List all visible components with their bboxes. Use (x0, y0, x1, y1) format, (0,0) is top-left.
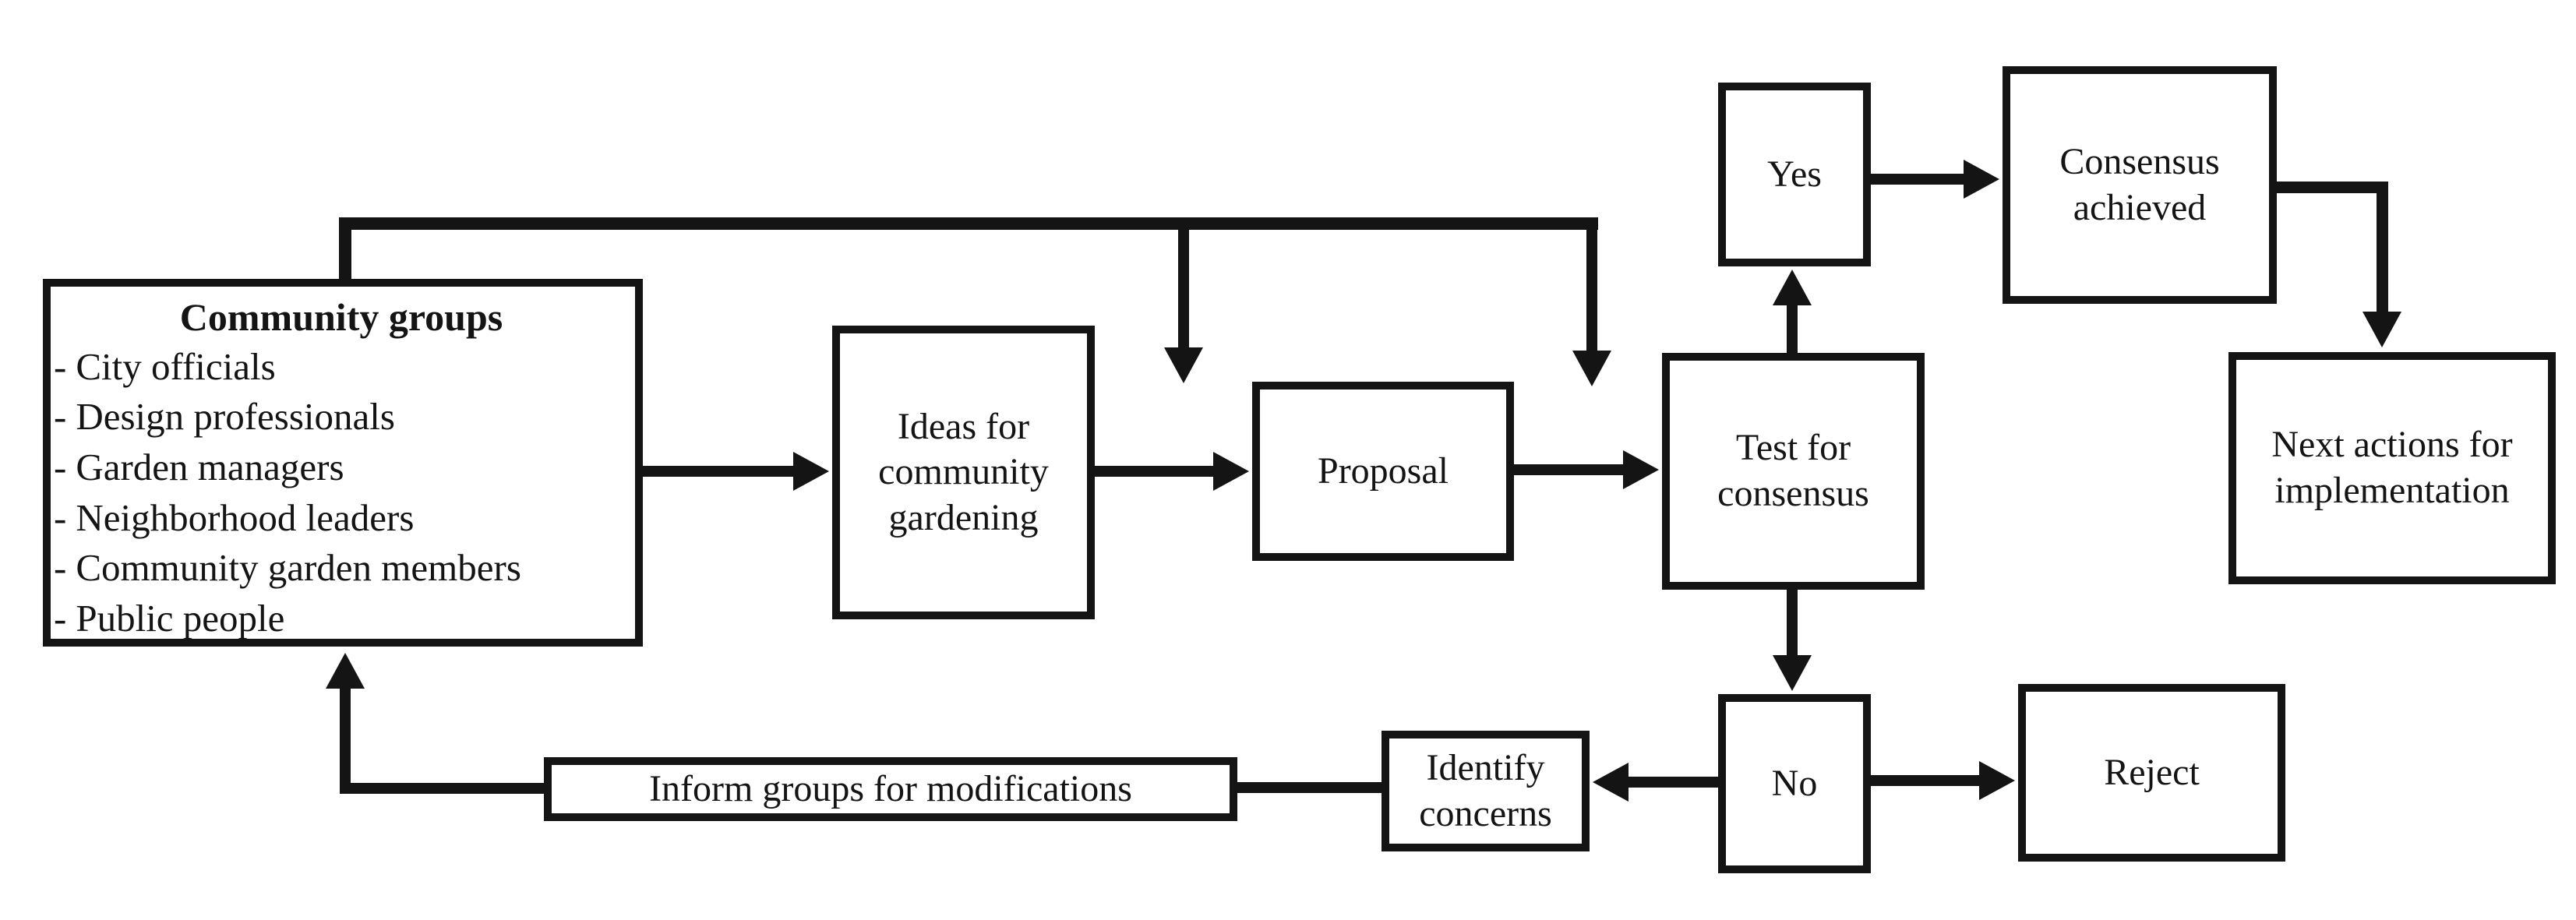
list-item: -City officials (54, 342, 629, 393)
test-to-yes-line (1787, 294, 1798, 358)
list-item-dash: - (54, 495, 67, 539)
list-item: -Design professionals (54, 392, 629, 442)
list-item-label: City officials (76, 344, 276, 388)
reject-label: Reject (2104, 751, 2200, 793)
no-to-identify-concerns-line (1617, 777, 1724, 788)
consensus-to-next-actions-line (2376, 181, 2388, 324)
inform-to-community-line (340, 783, 549, 794)
list-item-label: Public people (76, 596, 285, 640)
proposal-to-test-line (1509, 464, 1635, 475)
community-top-feedback-line (339, 217, 351, 285)
consensus-to-next-actions-line (2267, 181, 2388, 193)
list-item-dash: - (54, 395, 67, 439)
yes-label: Yes (1767, 153, 1822, 195)
reject-box: Reject (2018, 684, 2285, 862)
feedback-drop-left-line (1178, 218, 1189, 359)
next-actions-for-implementation-box: Next actions for implementation (2228, 352, 2556, 584)
ideas-for-community-gardening-box: Ideas for community gardening (832, 326, 1095, 619)
yes-to-consensus-arrowhead (1964, 160, 1999, 199)
list-item-label: Garden managers (76, 445, 344, 488)
test-to-yes-arrowhead (1773, 270, 1812, 305)
identify-to-inform-line (1232, 782, 1387, 793)
no-to-reject-line (1865, 775, 1991, 786)
list-item-dash: - (54, 546, 67, 590)
no-box: No (1718, 694, 1871, 873)
consensus-achieved-label: Consensus achieved (2059, 140, 2220, 228)
ideas-to-proposal-line (1089, 466, 1225, 477)
identify-concerns-label: Identify concerns (1419, 746, 1552, 834)
community-to-ideas-line (637, 466, 805, 477)
inform-groups-for-modifications-box: Inform groups for modifications (544, 757, 1237, 821)
no-to-identify-concerns-arrowhead (1593, 763, 1629, 802)
yes-box: Yes (1718, 83, 1871, 266)
no-to-reject-arrowhead (1979, 761, 2015, 800)
list-item-label: Design professionals (76, 395, 395, 439)
consensus-to-next-actions-arrowhead (2363, 312, 2401, 347)
proposal-box: Proposal (1252, 382, 1514, 561)
identify-concerns-box: Identify concerns (1382, 731, 1590, 851)
list-item: -Neighborhood leaders (54, 493, 629, 544)
community-to-ideas-arrowhead (793, 452, 829, 491)
list-item-dash: - (54, 596, 67, 640)
community-groups-box: Community groups-City officials-Design p… (43, 279, 643, 647)
list-item-dash: - (54, 344, 67, 388)
test-for-consensus-label: Test for consensus (1717, 427, 1869, 514)
list-item-dash: - (54, 445, 67, 488)
inform-to-community-arrowhead (326, 653, 365, 689)
proposal-to-test-arrowhead (1623, 450, 1659, 489)
feedback-drop-right-line (1586, 218, 1597, 362)
list-item: -Garden managers (54, 442, 629, 493)
ideas-to-proposal-arrowhead (1213, 452, 1249, 491)
inform-groups-for-modifications-label: Inform groups for modifications (649, 767, 1132, 809)
list-item: -Public people (54, 594, 629, 644)
feedback-drop-left-arrowhead (1164, 347, 1203, 383)
next-actions-for-implementation-label: Next actions for implementation (2271, 424, 2513, 511)
test-for-consensus-box: Test for consensus (1662, 353, 1925, 590)
list-item: -Community garden members (54, 543, 629, 594)
community-top-feedback-line (339, 217, 1598, 230)
list-item-label: Community garden members (76, 546, 521, 590)
test-to-no-line (1787, 584, 1798, 667)
inform-to-community-line (340, 677, 351, 794)
test-to-no-arrowhead (1773, 655, 1812, 691)
ideas-for-community-gardening-label: Ideas for community gardening (878, 405, 1049, 538)
list-item-label: Neighborhood leaders (76, 495, 415, 539)
feedback-drop-right-arrowhead (1572, 351, 1611, 386)
consensus-achieved-box: Consensus achieved (2003, 66, 2277, 304)
no-label: No (1771, 762, 1818, 804)
yes-to-consensus-line (1865, 174, 1975, 185)
proposal-label: Proposal (1318, 449, 1449, 492)
community-groups-title: Community groups (179, 295, 503, 339)
